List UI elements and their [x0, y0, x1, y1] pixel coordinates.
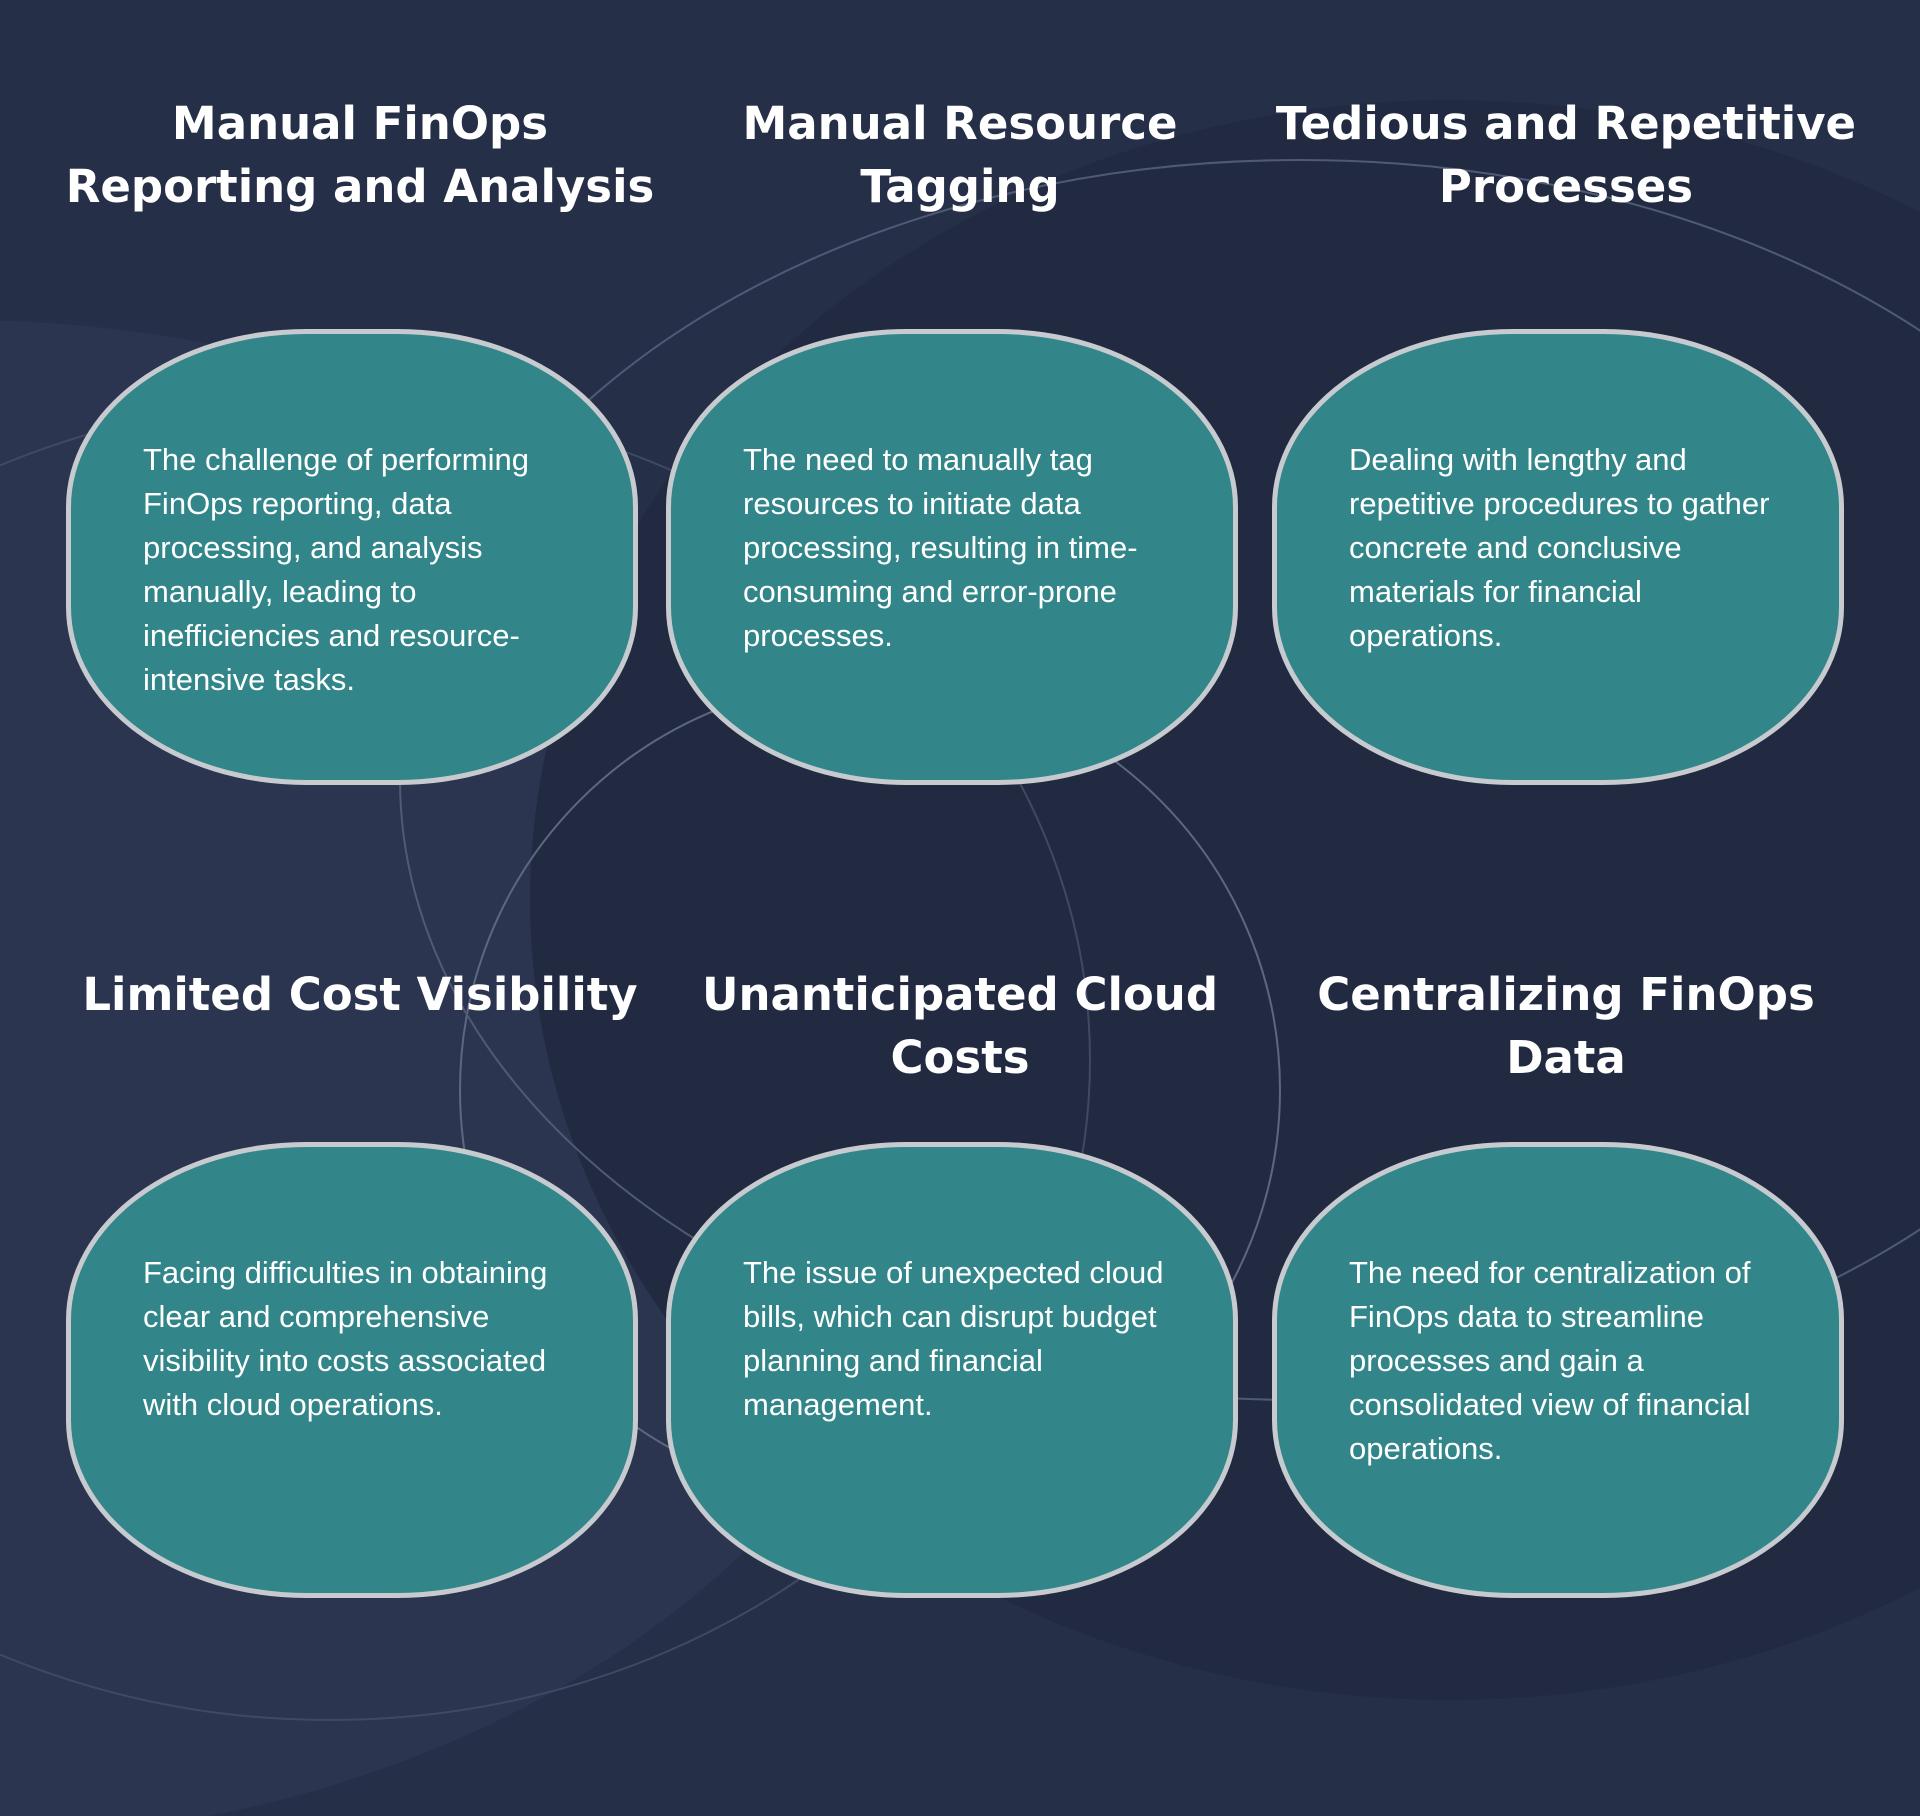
challenge-blob: The issue of unexpected cloud bills, whi… [666, 1142, 1238, 1598]
challenge-description: The need for centralization of FinOps da… [1349, 1255, 1751, 1466]
challenge-description: Facing difficulties in obtaining clear a… [143, 1255, 548, 1422]
challenge-title: Manual Resource Tagging [742, 97, 1178, 213]
challenge-description: The challenge of performing FinOps repor… [143, 442, 530, 697]
challenge-blob: The need to manually tag resources to in… [666, 329, 1238, 785]
challenge-description: The issue of unexpected cloud bills, whi… [743, 1255, 1164, 1422]
challenge-blob: The need for centralization of FinOps da… [1272, 1142, 1844, 1598]
challenge-description: The need to manually tag resources to in… [743, 442, 1138, 653]
challenge-blob: Dealing with lengthy and repetitive proc… [1272, 329, 1844, 785]
challenge-blob: Facing difficulties in obtaining clear a… [66, 1142, 638, 1598]
challenge-title: Tedious and Repetitive Processes [1275, 97, 1857, 213]
challenge-description: Dealing with lengthy and repetitive proc… [1349, 442, 1770, 653]
challenge-title: Manual FinOps Reporting and Analysis [65, 97, 655, 213]
challenge-title: Limited Cost Visibility [82, 968, 638, 1021]
challenge-title: Unanticipated Cloud Costs [701, 968, 1219, 1084]
challenge-title: Centralizing FinOps Data [1317, 968, 1815, 1084]
challenge-blob: The challenge of performing FinOps repor… [66, 329, 638, 785]
